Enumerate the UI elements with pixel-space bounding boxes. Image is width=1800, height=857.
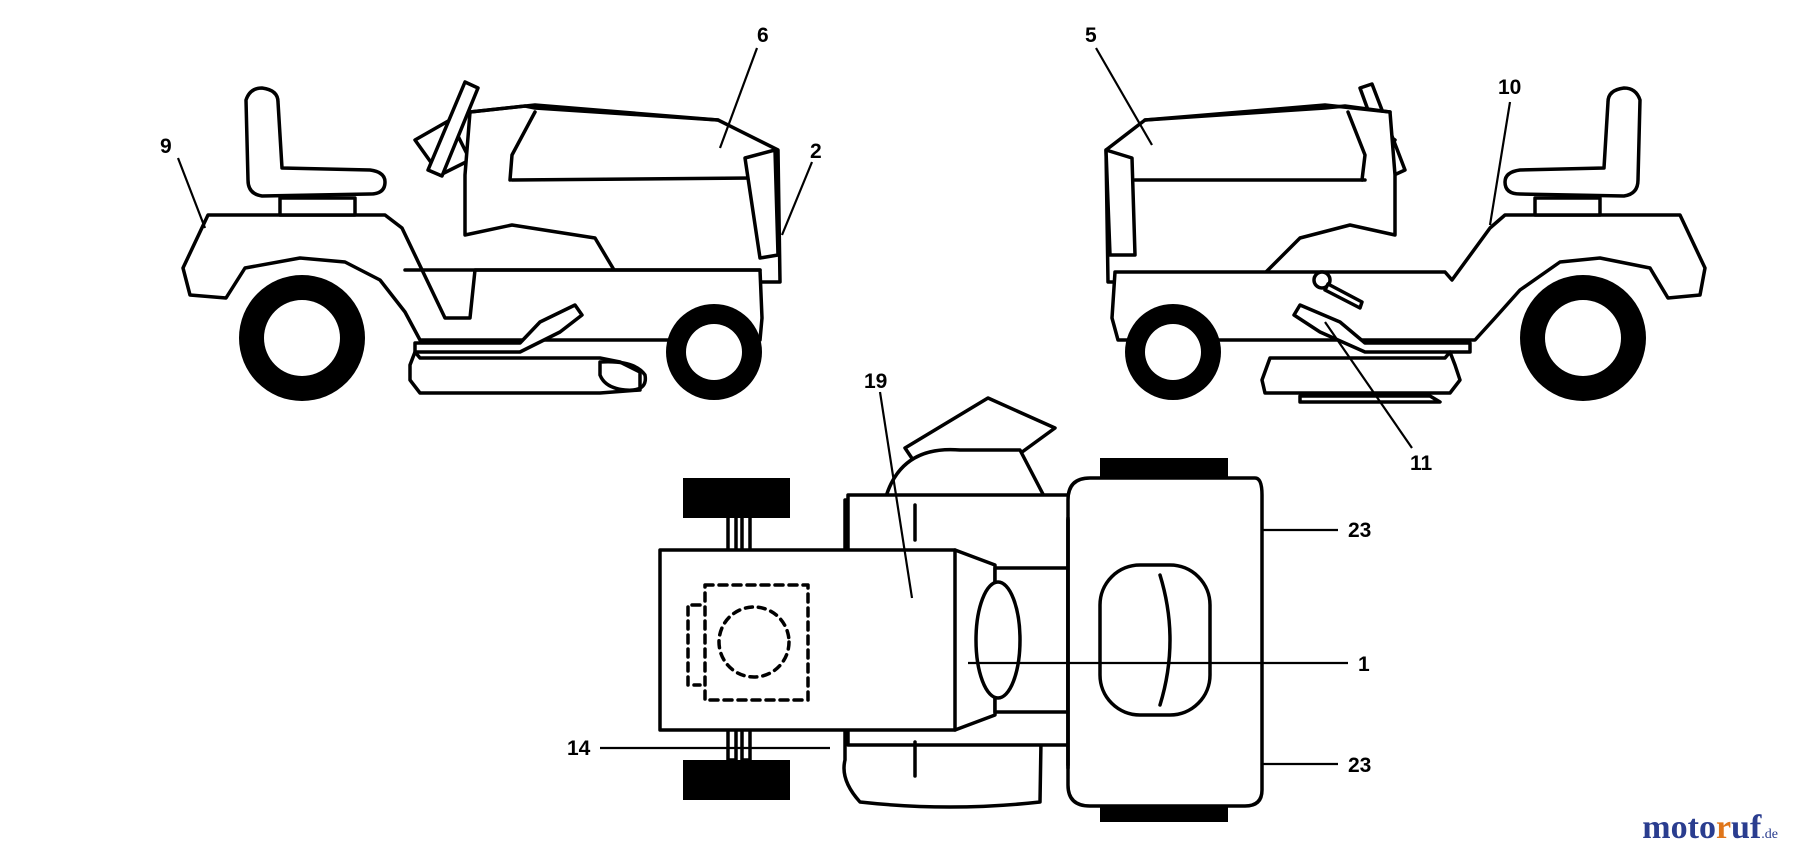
label-5: 5 [1085, 24, 1097, 47]
left-steering-wheel [426, 80, 480, 178]
right-hood-crease [1346, 110, 1367, 182]
left-hood-bottom-line [510, 176, 755, 182]
left-rear-fender [181, 213, 764, 342]
right-lever-knob [1312, 270, 1332, 290]
leader-5 [1095, 47, 1153, 146]
left-seat-back [244, 86, 387, 198]
label-9: 9 [160, 135, 172, 158]
right-front-rim [1145, 324, 1201, 380]
top-battery-box [703, 583, 810, 702]
top-seat [1098, 563, 1212, 717]
top-view-wheels [683, 458, 1228, 822]
leader-19 [878, 391, 914, 599]
top-hood [658, 548, 997, 732]
right-hood-top-line [1143, 104, 1392, 122]
watermark-part-1: moto [1642, 809, 1716, 846]
label-23-upper: 23 [1348, 519, 1371, 542]
right-seat-base [1533, 196, 1602, 217]
leader-6 [718, 47, 759, 149]
leader-11 [1324, 321, 1413, 449]
leader-10 [1488, 101, 1512, 226]
right-lever [1323, 282, 1364, 310]
right-grille [1104, 148, 1137, 257]
leader-9 [176, 157, 207, 229]
left-hood-top-line [468, 104, 720, 122]
top-rear-tire-upper [1100, 458, 1228, 478]
top-seat-back-curve [1158, 573, 1172, 707]
right-seat-back [1503, 86, 1642, 198]
top-front-tire-lower [683, 760, 790, 800]
watermark-part-3: uf [1731, 809, 1762, 846]
label-23-lower: 23 [1348, 754, 1371, 777]
left-footrest [413, 303, 584, 354]
right-deck-underline [1298, 394, 1442, 404]
leader-lines [176, 47, 1512, 766]
watermark-part-4: .de [1761, 827, 1778, 842]
label-1: 1 [1358, 653, 1370, 676]
leader-2 [780, 161, 814, 236]
label-2: 2 [810, 140, 822, 163]
label-10: 10 [1498, 76, 1521, 99]
left-wheels [239, 275, 762, 401]
top-battery-box-edge [686, 603, 702, 687]
left-rear-rim [264, 300, 340, 376]
top-rear-tire-lower [1100, 806, 1228, 822]
watermark-part-2: r [1715, 809, 1732, 846]
left-grille [743, 148, 780, 260]
right-rear-rim [1545, 300, 1621, 376]
right-wheels [1125, 275, 1646, 401]
left-mower-deck [408, 350, 642, 395]
top-front-tire-upper [683, 478, 790, 518]
tractor-right-side-view [1104, 82, 1707, 404]
label-11: 11 [1410, 452, 1433, 475]
left-hood [463, 103, 782, 284]
left-front-rim [686, 324, 742, 380]
top-engine-circle [717, 605, 791, 679]
right-hood [1104, 103, 1397, 284]
part-labels: 9 6 2 5 10 11 19 23 1 14 23 [160, 24, 1521, 777]
label-6: 6 [757, 24, 769, 47]
left-hood-crease [508, 110, 537, 182]
tractor-left-side-view [181, 80, 782, 395]
site-watermark-logo: motoruf.de [1642, 809, 1778, 847]
label-19: 19 [864, 370, 887, 393]
label-14: 14 [567, 737, 591, 760]
left-seat-base [278, 196, 357, 217]
tractor-top-view [658, 396, 1264, 809]
left-deck-chute [598, 360, 648, 392]
top-steering-wheel [974, 580, 1022, 700]
